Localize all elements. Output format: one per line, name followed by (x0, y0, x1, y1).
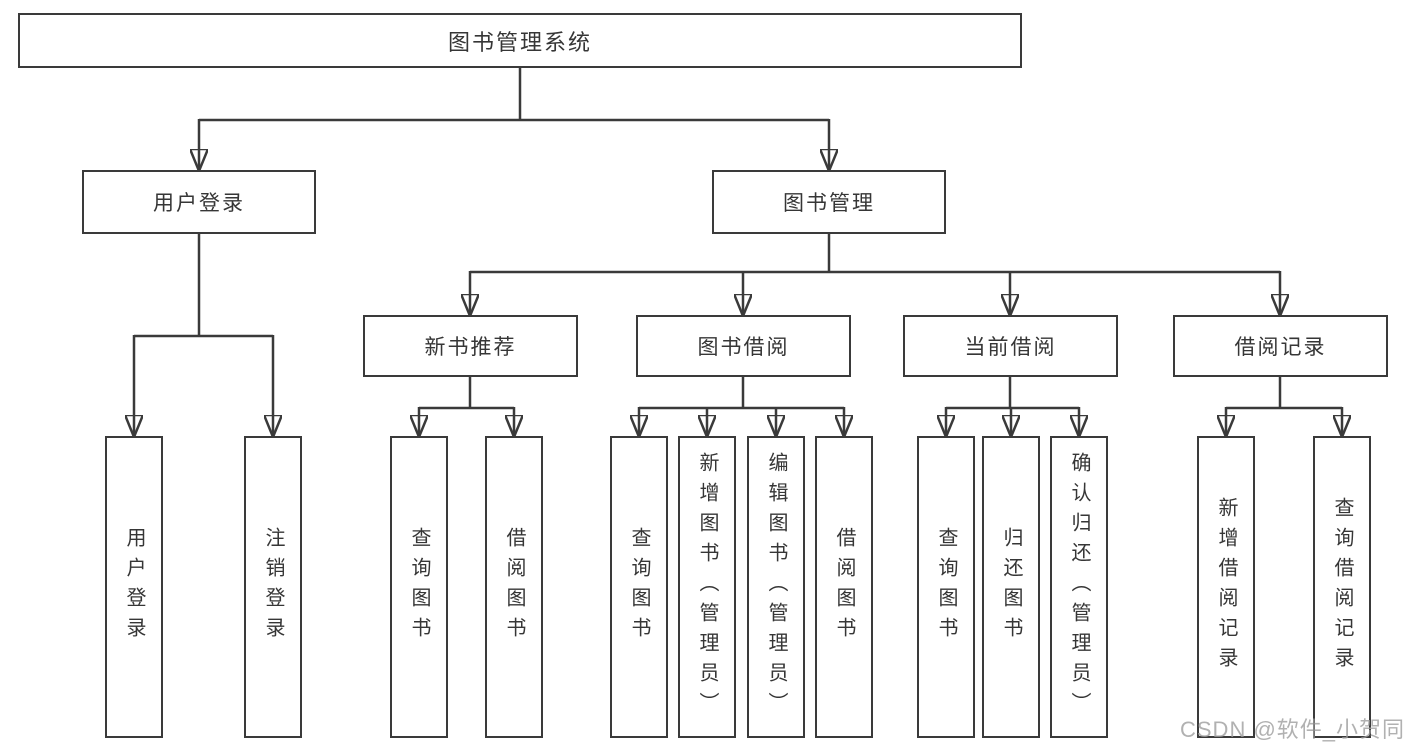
node-borrow-books-1-label: 借阅图书 (503, 527, 525, 647)
node-borrowing-records: 借阅记录 (1173, 315, 1388, 377)
node-edit-books-admin: 编辑图书（管理员） (747, 436, 805, 738)
edges-new-book-to-leaves (419, 377, 514, 436)
node-book-borrowing: 图书借阅 (636, 315, 851, 377)
node-confirm-return-admin-label: 确认归还（管理员） (1068, 452, 1090, 722)
edges-book-management-to-level3 (470, 234, 1280, 315)
node-logout-leaf-label: 注销登录 (262, 527, 284, 647)
csdn-watermark: CSDN @软件_小贺同学 (1180, 717, 1405, 742)
node-book-management-label: 图书管理 (783, 192, 875, 215)
edges-borrow-record-to-leaves (1226, 377, 1342, 436)
node-book-borrowing-label: 图书借阅 (697, 336, 790, 359)
node-add-borrow-record: 新增借阅记录 (1197, 436, 1255, 738)
node-borrow-books-2-label: 借阅图书 (833, 527, 855, 647)
node-user-login-leaf-label: 用户登录 (123, 527, 145, 647)
node-logout-leaf: 注销登录 (244, 436, 302, 738)
node-user-login-group-label: 用户登录 (153, 192, 245, 215)
node-query-books-2-label: 查询图书 (628, 527, 650, 647)
node-query-books-2: 查询图书 (610, 436, 668, 738)
node-user-login-group: 用户登录 (82, 170, 316, 234)
node-new-book-recommend-label: 新书推荐 (424, 336, 517, 359)
node-return-books: 归还图书 (982, 436, 1040, 738)
edges-root-to-level2 (199, 68, 829, 170)
node-current-borrowing-label: 当前借阅 (964, 336, 1057, 359)
node-borrow-books-2: 借阅图书 (815, 436, 873, 738)
edges-user-login-to-leaves (134, 234, 273, 436)
node-new-book-recommend: 新书推荐 (363, 315, 578, 377)
node-query-borrow-record: 查询借阅记录 (1313, 436, 1371, 738)
node-add-books-admin: 新增图书（管理员） (678, 436, 736, 738)
node-user-login-leaf: 用户登录 (105, 436, 163, 738)
node-root: 图书管理系统 (18, 13, 1022, 68)
node-add-borrow-record-label: 新增借阅记录 (1215, 497, 1237, 677)
node-borrowing-records-label: 借阅记录 (1234, 336, 1327, 359)
node-confirm-return-admin: 确认归还（管理员） (1050, 436, 1108, 738)
node-query-books-1: 查询图书 (390, 436, 448, 738)
edges-book-borrow-to-leaves (639, 377, 844, 436)
node-query-books-3: 查询图书 (917, 436, 975, 738)
node-query-books-1-label: 查询图书 (408, 527, 430, 647)
node-book-management: 图书管理 (712, 170, 946, 234)
node-return-books-label: 归还图书 (1000, 527, 1022, 647)
node-add-books-admin-label: 新增图书（管理员） (696, 452, 718, 722)
node-current-borrowing: 当前借阅 (903, 315, 1118, 377)
node-borrow-books-1: 借阅图书 (485, 436, 543, 738)
node-query-books-3-label: 查询图书 (935, 527, 957, 647)
node-edit-books-admin-label: 编辑图书（管理员） (765, 452, 787, 722)
edges-current-borrow-to-leaves (946, 377, 1079, 436)
node-root-label: 图书管理系统 (447, 29, 592, 55)
node-query-borrow-record-label: 查询借阅记录 (1331, 497, 1353, 677)
